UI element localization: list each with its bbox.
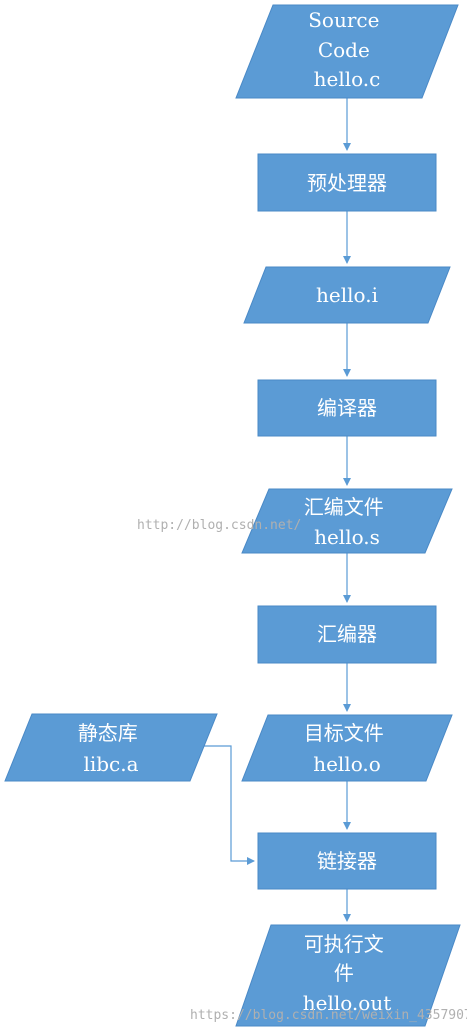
node-static-lib: 静态库 libc.a <box>4 713 218 782</box>
node-object-file-label: 目标文件 hello.o <box>304 721 390 776</box>
node-assembler: 汇编器 <box>257 605 437 664</box>
node-source-code: Source Code hello.c <box>235 4 459 99</box>
node-preprocessor-label: 预处理器 <box>307 171 387 195</box>
node-executable-label: 可执行文 件 hello.out <box>303 932 392 1015</box>
node-linker-label: 链接器 <box>317 849 377 873</box>
node-static-lib-label: 静态库 libc.a <box>78 721 144 776</box>
node-preprocessor: 预处理器 <box>257 153 437 212</box>
watermark-bottom: https://blog.csdn.net/weixin_43579079 <box>190 1008 467 1023</box>
node-object-file: 目标文件 hello.o <box>241 714 453 782</box>
node-source-code-label: Source Code hello.c <box>308 8 386 91</box>
node-asm-file: 汇编文件 hello.s <box>241 488 453 554</box>
node-hello-i-label: hello.i <box>316 283 378 307</box>
arrow-static-lib-to-linker <box>202 745 255 865</box>
node-compiler: 编译器 <box>257 379 437 437</box>
node-asm-file-label: 汇编文件 hello.s <box>304 495 390 549</box>
node-assembler-label: 汇编器 <box>317 622 377 646</box>
node-compiler-label: 编译器 <box>317 396 377 420</box>
node-hello-i: hello.i <box>243 266 451 324</box>
node-executable: 可执行文 件 hello.out <box>235 924 461 1027</box>
watermark-middle: http://blog.csdn.net/ <box>137 518 301 533</box>
node-linker: 链接器 <box>257 832 437 890</box>
